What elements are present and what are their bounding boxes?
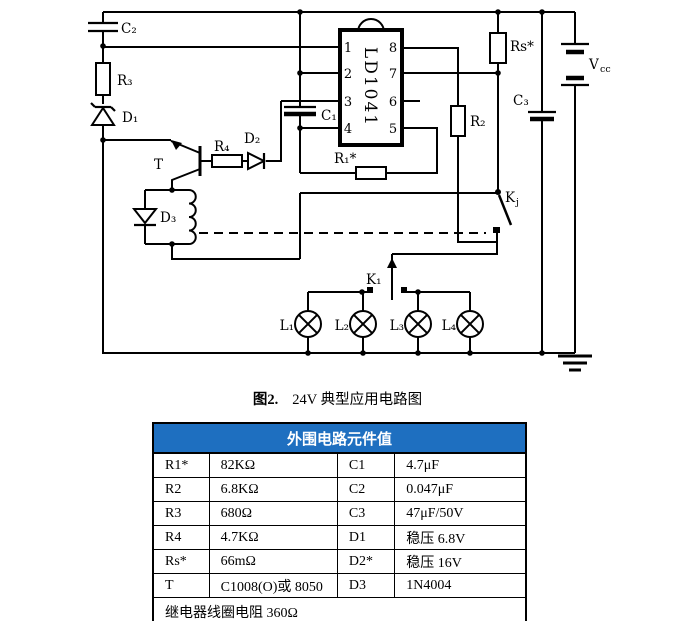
- resistor-rs-symbol: [489, 32, 507, 64]
- label-vcc-sub: cc: [600, 64, 611, 75]
- table-cell: 0.047μF: [394, 477, 527, 502]
- label-d3: D₃: [160, 210, 176, 226]
- ic-pin-1: 1: [344, 41, 352, 56]
- table-cell: 6.8KΩ: [208, 477, 338, 502]
- table-cell: 66mΩ: [208, 549, 338, 574]
- table-cell: D3: [336, 573, 396, 598]
- table-cell: C1008(O)或 8050: [208, 573, 338, 598]
- ic-name-label: LD1041: [360, 47, 380, 127]
- table-header-row: 外围电路元件值: [152, 422, 527, 454]
- component-value-table: 外围电路元件值 R1* 82KΩ C1 4.7μF R2 6.8KΩ C2 0.…: [152, 422, 527, 621]
- table-cell: 4.7KΩ: [208, 525, 338, 550]
- ic-pin-8: 8: [389, 41, 397, 56]
- table-row: R3 680Ω C3 47μF/50V: [152, 501, 527, 526]
- table-cell: C1: [336, 452, 396, 478]
- diode-d3-symbol: [131, 208, 159, 227]
- switch-k1-symbol: [367, 258, 407, 293]
- table-cell: Rs*: [152, 549, 210, 574]
- table-footer-cell: 继电器线圈电阻 360Ω: [152, 597, 527, 621]
- lamp-l2-symbol: [349, 310, 377, 338]
- component-labels: C₂ R₃ D₁ T R₄ D₂ C₁ D₃ R₁* R₂ Rs* C₃ V c…: [117, 21, 611, 334]
- table-cell: R2: [152, 477, 210, 502]
- resistor-r2-symbol: [450, 105, 466, 137]
- table-cell: T: [152, 573, 210, 598]
- ic-pin-7: 7: [389, 67, 397, 82]
- ic-pin-4: 4: [344, 122, 352, 137]
- label-r4: R₄: [214, 139, 230, 155]
- ic-pin-2: 2: [344, 67, 352, 82]
- table-row: Rs* 66mΩ D2* 稳压 16V: [152, 549, 527, 574]
- table-cell: 4.7μF: [394, 452, 527, 478]
- table-cell: 稳压 6.8V: [394, 525, 527, 550]
- capacitor-c1-symbol: [284, 105, 316, 117]
- table-row: T C1008(O)或 8050 D3 1N4004: [152, 573, 527, 598]
- circuit-wiring: [102, 11, 576, 354]
- table-cell: 稳压 16V: [394, 549, 527, 574]
- label-c3: C₃: [513, 93, 529, 109]
- table-cell: C3: [336, 501, 396, 526]
- table-cell: R1*: [152, 452, 210, 478]
- table-cell: R4: [152, 525, 210, 550]
- table-cell: D1: [336, 525, 396, 550]
- table-row: R4 4.7KΩ D1 稳压 6.8V: [152, 525, 527, 550]
- label-d2: D₂: [244, 131, 260, 147]
- label-kj-sub: j: [515, 197, 519, 208]
- lamp-l4-symbol: [456, 310, 484, 338]
- label-r3: R₃: [117, 73, 133, 89]
- label-l4: L₄: [442, 318, 456, 334]
- resistor-r4-symbol: [211, 154, 243, 168]
- label-t: T: [154, 157, 163, 173]
- resistor-r1-symbol: [355, 166, 387, 180]
- battery-vcc-symbol: [561, 42, 589, 87]
- ic-pin-6: 6: [389, 95, 397, 110]
- relay-contact-kj-symbol: [493, 189, 513, 233]
- table-cell: C2: [336, 477, 396, 502]
- transistor-t-symbol: [170, 140, 202, 190]
- label-l1: L₁: [280, 318, 294, 334]
- label-c1: C₁: [321, 108, 337, 124]
- table-cell: 47μF/50V: [394, 501, 527, 526]
- label-vcc: V: [588, 57, 599, 73]
- table-cell: 680Ω: [208, 501, 338, 526]
- ic-pin-5: 5: [389, 122, 397, 137]
- label-r1: R₁*: [334, 151, 357, 167]
- relay-coil-symbol: [188, 189, 197, 245]
- figure-caption: 图2. 24V 典型应用电路图: [0, 388, 675, 409]
- figure-number: 图2.: [252, 392, 279, 408]
- ic-pin-3: 3: [344, 95, 352, 110]
- label-d1: D₁: [122, 110, 138, 126]
- lamp-l1-symbol: [294, 310, 322, 338]
- label-l2: L₂: [335, 318, 349, 334]
- label-r2: R₂: [470, 114, 486, 130]
- label-c2: C₂: [121, 21, 137, 37]
- label-l3: L₃: [390, 318, 404, 334]
- ic-ld1041: LD1041 1 2 3 4 8 7 6 5: [338, 18, 404, 147]
- lamp-l3-symbol: [404, 310, 432, 338]
- circuit-diagram: LD1041 1 2 3 4 8 7 6 5: [88, 9, 611, 372]
- capacitor-c3-symbol: [528, 110, 556, 122]
- table-cell: R3: [152, 501, 210, 526]
- resistor-r3-symbol: [95, 62, 111, 96]
- figure-title: 24V 典型应用电路图: [292, 392, 423, 408]
- label-rs: Rs*: [510, 39, 534, 55]
- table-cell: 1N4004: [394, 573, 527, 598]
- ground-icon: [558, 354, 592, 372]
- table-cell: 82KΩ: [208, 452, 338, 478]
- table-footer-row: 继电器线圈电阻 360Ω: [152, 597, 527, 621]
- label-k1: K₁: [366, 272, 382, 288]
- table-row: R2 6.8KΩ C2 0.047μF: [152, 477, 527, 502]
- capacitor-c2-symbol: [88, 21, 118, 33]
- table-title: 外围电路元件值: [152, 422, 527, 454]
- label-kj: K: [505, 190, 516, 206]
- diode-d2-symbol: [247, 151, 267, 171]
- zener-d1-symbol: [90, 102, 116, 126]
- table-cell: D2*: [336, 549, 396, 574]
- table-row: R1* 82KΩ C1 4.7μF: [152, 452, 527, 478]
- junction-dots: [100, 9, 545, 356]
